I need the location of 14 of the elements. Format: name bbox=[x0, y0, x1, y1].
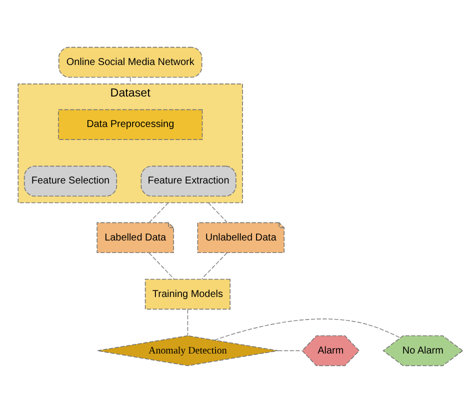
connector bbox=[201, 252, 228, 280]
node-box: Feature Extraction bbox=[140, 166, 236, 197]
node-box: Online Social Media Network bbox=[58, 46, 202, 78]
connector bbox=[187, 309, 188, 336]
node-box: Data Preprocessing bbox=[58, 109, 203, 140]
node-box: Feature Selection bbox=[24, 166, 118, 197]
node-diamond: Anomaly Detection bbox=[96, 335, 278, 366]
connector bbox=[148, 252, 174, 280]
connector bbox=[130, 77, 131, 84]
connector bbox=[149, 202, 169, 223]
connector bbox=[208, 202, 228, 223]
node-box: Training Models bbox=[144, 278, 230, 310]
connector bbox=[214, 318, 401, 341]
connector bbox=[278, 350, 302, 352]
